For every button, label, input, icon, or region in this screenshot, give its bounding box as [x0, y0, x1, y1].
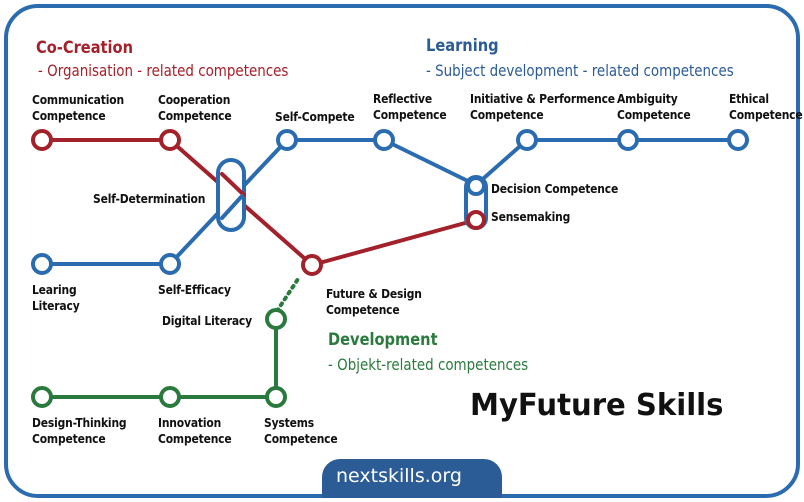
- co-creation-title: Co-Creation: [36, 38, 134, 58]
- initiative-station[interactable]: [516, 129, 538, 151]
- development-title: Development: [328, 330, 438, 350]
- self-compete-station[interactable]: [276, 129, 298, 151]
- cooperation-label: Cooperation Competence: [158, 92, 232, 123]
- initiative-label: Initiative & Performence Competence: [470, 91, 615, 122]
- decision-label: Decision Competence: [491, 181, 619, 196]
- innovation-station[interactable]: [159, 386, 181, 408]
- ambiguity-station[interactable]: [617, 129, 639, 151]
- systems-label: Systems Competence: [264, 415, 338, 446]
- design-thinking-station[interactable]: [31, 386, 53, 408]
- decision-station[interactable]: [466, 176, 486, 196]
- reflective-label: Reflective Competence: [373, 91, 447, 122]
- ethical-label: Ethical Competence: [729, 91, 803, 122]
- communication-station[interactable]: [31, 129, 53, 151]
- self-efficacy-station[interactable]: [159, 253, 181, 275]
- reflective-station[interactable]: [373, 129, 395, 151]
- digital-literacy-label: Digital Literacy: [162, 313, 252, 328]
- innovation-label: Innovation Competence: [158, 415, 232, 446]
- communication-label: Communication Competence: [32, 92, 124, 123]
- self-efficacy-label: Self-Efficacy: [158, 282, 231, 297]
- map-frame: [4, 4, 800, 498]
- sensemaking-label: Sensemaking: [491, 209, 571, 224]
- self-determination-label: Self-Determination: [93, 191, 206, 206]
- future-design-label: Future & Design Competence: [326, 286, 422, 317]
- brand-logo-text: MyFuture Skills: [470, 388, 724, 423]
- learning-subtitle: - Subject development - related competen…: [426, 61, 734, 80]
- learning-title: Learning: [426, 36, 499, 56]
- development-subtitle: - Objekt-related competences: [328, 355, 529, 374]
- co-creation-subtitle: - Organisation - related competences: [38, 61, 289, 80]
- ambiguity-label: Ambiguity Competence: [617, 91, 691, 122]
- learing-literacy-station[interactable]: [31, 253, 53, 275]
- ethical-station[interactable]: [727, 129, 749, 151]
- self-compete-label: Self-Compete: [275, 109, 355, 124]
- learing-literacy-label: Learing Literacy: [32, 282, 80, 313]
- cooperation-station[interactable]: [159, 129, 181, 151]
- site-tab: [322, 459, 502, 498]
- future-design-station[interactable]: [301, 254, 323, 276]
- sensemaking-station[interactable]: [466, 210, 486, 230]
- site-url[interactable]: nextskills.org: [336, 465, 462, 487]
- digital-literacy-station[interactable]: [265, 308, 287, 330]
- design-thinking-label: Design-Thinking Competence: [32, 415, 127, 446]
- systems-station[interactable]: [265, 386, 287, 408]
